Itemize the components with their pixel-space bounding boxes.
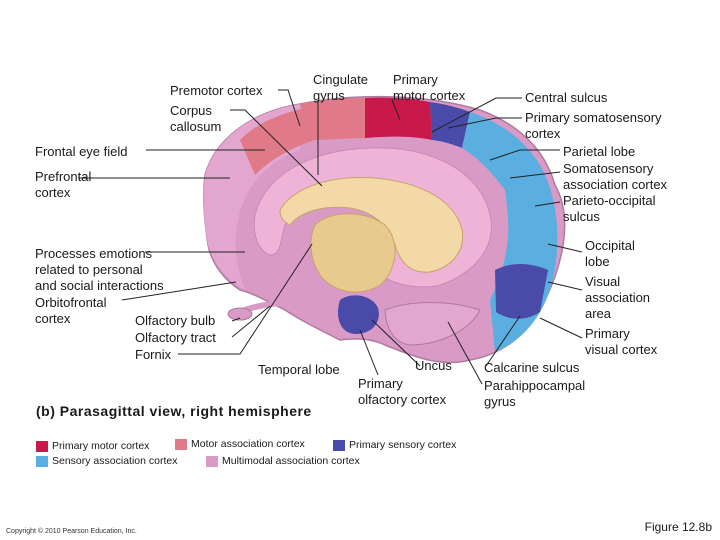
label-somatosensory-association-cortex: Somatosensory association cortex [563, 161, 668, 192]
leader-parietal [489, 149, 560, 161]
primary-motor-region [365, 97, 432, 140]
legend-item-primary-motor: Primary motor cortex [36, 440, 149, 453]
leader-visual-assoc [547, 281, 583, 291]
leader-primary-motor [391, 99, 401, 121]
label-olfactory-bulb: Olfactory bulb [135, 313, 216, 328]
legend-swatch [36, 456, 48, 467]
figure-title: (b) Parasagittal view, right hemisphere [36, 403, 312, 419]
primary-somatosensory-region [430, 102, 470, 148]
label-cingulate-gyrus: Cingulate gyrus [313, 72, 368, 103]
label-parietal-lobe: Parietal lobe [563, 144, 636, 159]
olfactory-bulb [227, 307, 253, 321]
legend-label: Motor association cortex [191, 438, 305, 450]
figure-number: Figure 12.8b [644, 520, 712, 534]
legend-item-sensory-association: Sensory association cortex [36, 455, 177, 468]
leader-olfactory-tract [231, 305, 271, 338]
leader-parieto-occipital [534, 201, 561, 207]
label-occipital-lobe: Occipital lobe [585, 238, 635, 269]
label-prefrontal-cortex: Prefrontal cortex [35, 169, 92, 200]
leader-occipital [547, 243, 583, 253]
legend-swatch [36, 441, 48, 452]
leader-central-sulcus [431, 97, 522, 133]
label-processes-emotions: Processes emotions related to personal a… [35, 246, 164, 293]
leader-olfactory-cortex [359, 329, 379, 376]
leader-olfactory-bulb [231, 317, 241, 322]
leader-somato-assoc [509, 171, 561, 179]
label-primary-olfactory-cortex: Primary olfactory cortex [358, 376, 447, 407]
label-central-sulcus: Central sulcus [525, 90, 608, 105]
leader-parahippocampal [447, 321, 483, 385]
legend-item-primary-sensory: Primary sensory cortex [333, 439, 456, 452]
copyright-notice: Copyright © 2010 Pearson Education, Inc. [6, 528, 137, 535]
legend-item-motor-association: Motor association cortex [175, 438, 305, 451]
leader-fornix [178, 243, 313, 355]
leader-premotor [278, 89, 301, 127]
legend-label: Primary motor cortex [52, 440, 150, 452]
leader-somatosensory [447, 117, 522, 129]
uncus [337, 295, 379, 334]
legend-swatch [333, 440, 345, 451]
leader-uncus [371, 319, 421, 367]
parahippocampal-gyrus [384, 302, 481, 346]
label-frontal-eye-field: Frontal eye field [35, 144, 128, 159]
label-corpus-callosum: Corpus callosum [170, 103, 222, 134]
primary-visual-region [495, 264, 548, 319]
legend-swatch [175, 439, 187, 450]
label-uncus: Uncus [415, 358, 452, 373]
label-parahippocampal-gyrus: Parahippocampal gyrus [484, 378, 586, 409]
diencephalon [310, 213, 396, 293]
leader-primary-visual [539, 317, 583, 339]
label-visual-association-area: Visual association area [585, 274, 651, 321]
label-premotor-cortex: Premotor cortex [170, 83, 263, 98]
legend-label: Primary sensory cortex [349, 439, 457, 451]
leader-calcarine [485, 315, 521, 367]
label-parieto-occipital-sulcus: Parieto-occipital sulcus [563, 193, 656, 224]
label-olfactory-tract: Olfactory tract [135, 330, 216, 345]
motor-association-region-2 [300, 98, 365, 140]
legend-swatch [206, 456, 218, 467]
legend-item-multimodal-association: Multimodal association cortex [206, 455, 360, 468]
corpus-callosum [279, 177, 464, 273]
legend-label: Multimodal association cortex [222, 455, 360, 467]
label-primary-motor-cortex: Primary motor cortex [393, 72, 466, 103]
leader-orbitofrontal [121, 281, 237, 301]
label-calcarine-sulcus: Calcarine sulcus [484, 360, 580, 375]
label-temporal-lobe: Temporal lobe [258, 362, 340, 377]
label-orbitofrontal-cortex: Orbitofrontal cortex [35, 295, 107, 326]
label-primary-somatosensory-cortex: Primary somatosensory cortex [525, 110, 662, 141]
label-fornix: Fornix [135, 347, 172, 362]
leader-corpus-callosum [230, 109, 323, 187]
somatosensory-association-region [462, 112, 540, 190]
label-primary-visual-cortex: Primary visual cortex [585, 326, 658, 357]
legend-label: Sensory association cortex [52, 455, 178, 467]
